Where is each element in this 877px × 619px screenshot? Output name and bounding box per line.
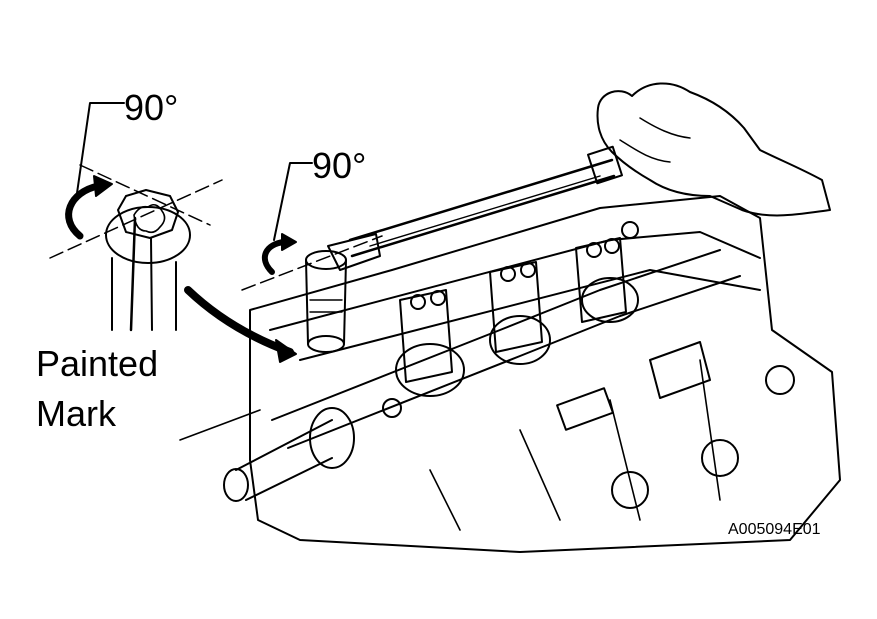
rotate-arrow-icon <box>261 239 287 275</box>
painted-label-line2: Mark <box>36 393 116 434</box>
detail-pointer-arrow <box>184 286 294 356</box>
angle-left-leader <box>75 102 125 201</box>
engine-block <box>179 195 841 553</box>
rotate-arrow-icon <box>65 182 102 240</box>
hand-outline <box>596 82 831 217</box>
angle-right-leader <box>273 162 313 241</box>
ref-dash-line <box>79 164 211 226</box>
ref-dash-line <box>241 235 383 291</box>
torque-wrench <box>241 82 831 353</box>
angle-label-right: 90° <box>312 145 367 186</box>
figure-code: A005094E01 <box>728 521 821 538</box>
painted-mark <box>129 216 137 332</box>
painted-label-line1: Painted <box>36 343 159 384</box>
angle-label-left: 90° <box>124 87 179 128</box>
bolt-detail <box>49 102 297 363</box>
